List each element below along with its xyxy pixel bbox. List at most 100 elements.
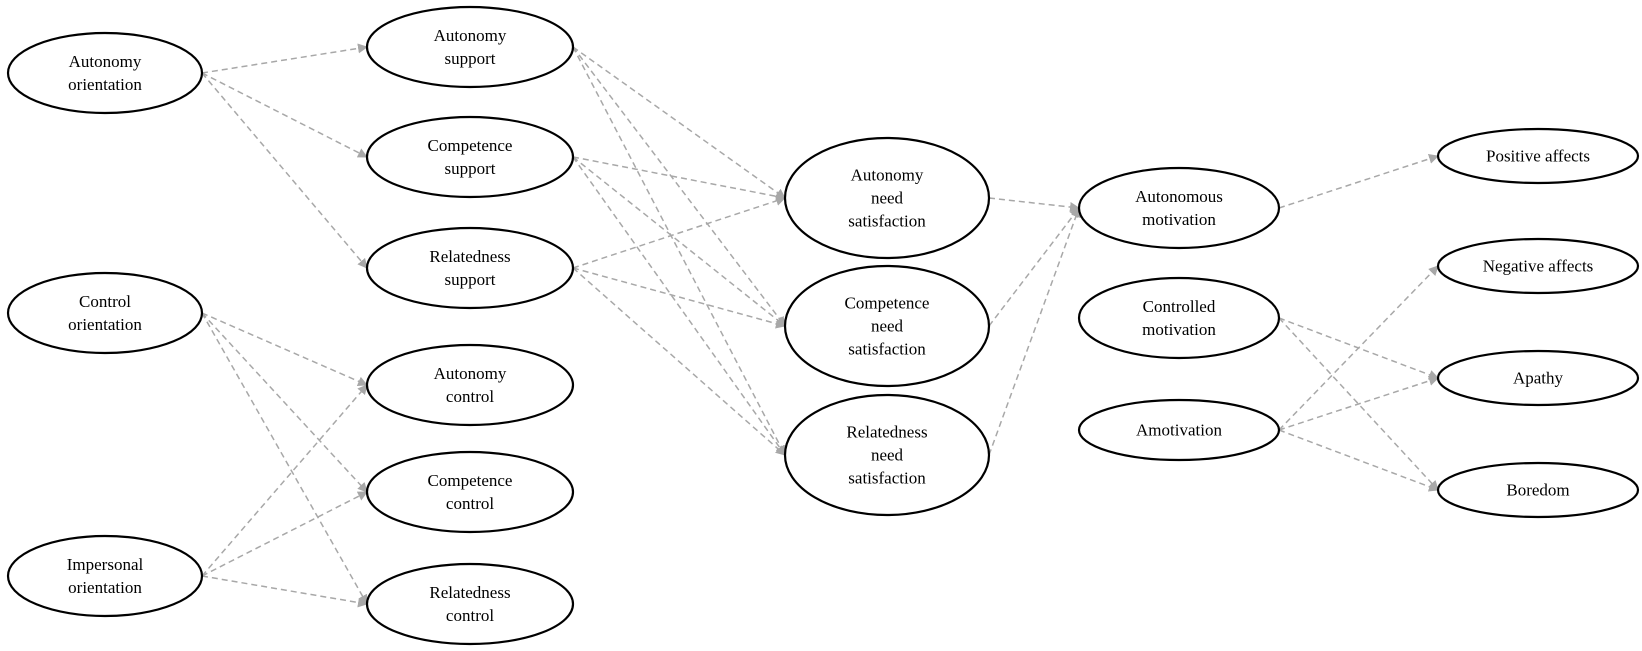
edge-control-orientation-to-relatedness-control: [201, 312, 368, 605]
node-shape-relatedness-control: [365, 562, 575, 646]
node-label-autonomy-support: Autonomy: [434, 26, 507, 45]
node-autonomy-support: Autonomy support: [365, 5, 575, 89]
edge-relatedness-support-to-relatedness-need-satisfaction: [572, 267, 786, 456]
edge-amotivation-to-negative-affects: [1278, 265, 1439, 431]
node-competence-need-satisfaction: Competence need satisfaction: [783, 264, 991, 388]
edge-impersonal-orientation-to-autonomy-control: [201, 384, 368, 577]
node-label-relatedness-need-satisfaction: need: [871, 446, 904, 465]
node-controlled-motivation: Controlled motivation: [1077, 276, 1281, 360]
node-shape-autonomy-need-satisfaction: [783, 136, 991, 260]
node-label-relatedness-need-satisfaction: Relatedness: [846, 423, 927, 442]
node-label-relatedness-control: Relatedness: [429, 583, 510, 602]
node-shape-boredom: [1436, 461, 1640, 519]
node-label-positive-affects: Positive affects: [1486, 147, 1590, 166]
edge-controlled-motivation-to-boredom: [1278, 317, 1439, 491]
edge-competence-support-to-competence-need-satisfaction: [572, 156, 786, 327]
edges-layer: [201, 43, 1439, 608]
node-label-competence-control: control: [446, 494, 494, 513]
edge-autonomy-need-satisfaction-to-autonomous-motivation: [988, 197, 1080, 212]
edge-impersonal-orientation-to-competence-control: [201, 491, 368, 577]
node-relatedness-need-satisfaction: Relatedness need satisfaction: [783, 393, 991, 517]
node-label-relatedness-support: Relatedness: [429, 247, 510, 266]
node-label-autonomy-support: support: [445, 49, 496, 68]
node-shape-competence-control: [365, 450, 575, 534]
node-apathy: Apathy: [1436, 349, 1640, 407]
node-shape-competence-support: [365, 115, 575, 199]
node-label-autonomy-orientation: orientation: [68, 75, 142, 94]
node-shape-negative-affects: [1436, 237, 1640, 295]
node-label-autonomy-control: control: [446, 387, 494, 406]
node-label-autonomy-need-satisfaction: need: [871, 189, 904, 208]
node-relatedness-support: Relatedness support: [365, 226, 575, 310]
edge-autonomous-motivation-to-positive-affects: [1278, 154, 1439, 209]
node-label-relatedness-need-satisfaction: satisfaction: [848, 469, 926, 488]
node-shape-relatedness-need-satisfaction: [783, 393, 991, 517]
node-label-control-orientation: Control: [79, 292, 131, 311]
node-label-autonomous-motivation: motivation: [1142, 210, 1216, 229]
edge-control-orientation-to-competence-control: [201, 312, 368, 493]
node-label-control-orientation: orientation: [68, 315, 142, 334]
node-shape-autonomous-motivation: [1077, 166, 1281, 250]
edge-impersonal-orientation-to-relatedness-control: [201, 575, 368, 608]
node-shape-relatedness-support: [365, 226, 575, 310]
node-autonomy-need-satisfaction: Autonomy need satisfaction: [783, 136, 991, 260]
edge-autonomy-orientation-to-autonomy-support: [201, 43, 368, 74]
node-shape-impersonal-orientation: [6, 534, 204, 618]
node-label-autonomy-control: Autonomy: [434, 364, 507, 383]
node-autonomous-motivation: Autonomous motivation: [1077, 166, 1281, 250]
node-label-amotivation: Amotivation: [1136, 421, 1222, 440]
edge-amotivation-to-boredom: [1278, 429, 1439, 492]
node-relatedness-control: Relatedness control: [365, 562, 575, 646]
edge-autonomy-support-to-competence-need-satisfaction: [572, 46, 786, 327]
node-impersonal-orientation: Impersonal orientation: [6, 534, 204, 618]
edge-competence-support-to-autonomy-need-satisfaction: [572, 156, 786, 202]
edge-amotivation-to-apathy: [1278, 376, 1439, 431]
node-autonomy-orientation: Autonomy orientation: [6, 31, 204, 115]
node-shape-autonomy-control: [365, 343, 575, 427]
node-negative-affects: Negative affects: [1436, 237, 1640, 295]
node-shape-autonomy-orientation: [6, 31, 204, 115]
edge-competence-support-to-relatedness-need-satisfaction: [572, 156, 786, 456]
node-label-impersonal-orientation: Impersonal: [67, 555, 144, 574]
node-label-impersonal-orientation: orientation: [68, 578, 142, 597]
node-shape-controlled-motivation: [1077, 276, 1281, 360]
node-label-controlled-motivation: Controlled: [1143, 297, 1216, 316]
node-label-negative-affects: Negative affects: [1483, 257, 1594, 276]
node-label-autonomy-need-satisfaction: satisfaction: [848, 212, 926, 231]
edge-autonomy-orientation-to-competence-support: [201, 72, 368, 158]
edge-relatedness-support-to-competence-need-satisfaction: [572, 267, 786, 329]
nodes-layer: AutonomyorientationControlorientationImp…: [6, 5, 1640, 646]
node-label-competence-need-satisfaction: need: [871, 317, 904, 336]
node-shape-positive-affects: [1436, 127, 1640, 185]
edge-autonomy-support-to-relatedness-need-satisfaction: [572, 46, 786, 456]
node-autonomy-control: Autonomy control: [365, 343, 575, 427]
node-label-autonomous-motivation: Autonomous: [1135, 187, 1223, 206]
node-label-competence-need-satisfaction: satisfaction: [848, 340, 926, 359]
node-shape-autonomy-support: [365, 5, 575, 89]
node-boredom: Boredom: [1436, 461, 1640, 519]
node-label-relatedness-control: control: [446, 606, 494, 625]
node-control-orientation: Control orientation: [6, 271, 204, 355]
node-competence-support: Competence support: [365, 115, 575, 199]
edge-relatedness-support-to-autonomy-need-satisfaction: [572, 196, 786, 269]
node-shape-competence-need-satisfaction: [783, 264, 991, 388]
node-label-competence-need-satisfaction: Competence: [845, 294, 930, 313]
edge-control-orientation-to-autonomy-control: [201, 312, 368, 386]
node-label-controlled-motivation: motivation: [1142, 320, 1216, 339]
edge-autonomy-support-to-autonomy-need-satisfaction: [572, 46, 786, 199]
node-label-competence-control: Competence: [428, 471, 513, 490]
node-label-boredom: Boredom: [1506, 481, 1569, 500]
node-shape-apathy: [1436, 349, 1640, 407]
edge-competence-need-satisfaction-to-autonomous-motivation: [988, 207, 1080, 327]
node-label-autonomy-need-satisfaction: Autonomy: [851, 166, 924, 185]
node-label-relatedness-support: support: [445, 270, 496, 289]
edge-autonomy-orientation-to-relatedness-support: [201, 72, 368, 269]
node-shape-control-orientation: [6, 271, 204, 355]
node-label-competence-support: support: [445, 159, 496, 178]
node-amotivation: Amotivation: [1077, 398, 1281, 462]
node-label-autonomy-orientation: Autonomy: [69, 52, 142, 71]
edge-relatedness-need-satisfaction-to-autonomous-motivation: [988, 207, 1081, 456]
node-label-competence-support: Competence: [428, 136, 513, 155]
node-competence-control: Competence control: [365, 450, 575, 534]
